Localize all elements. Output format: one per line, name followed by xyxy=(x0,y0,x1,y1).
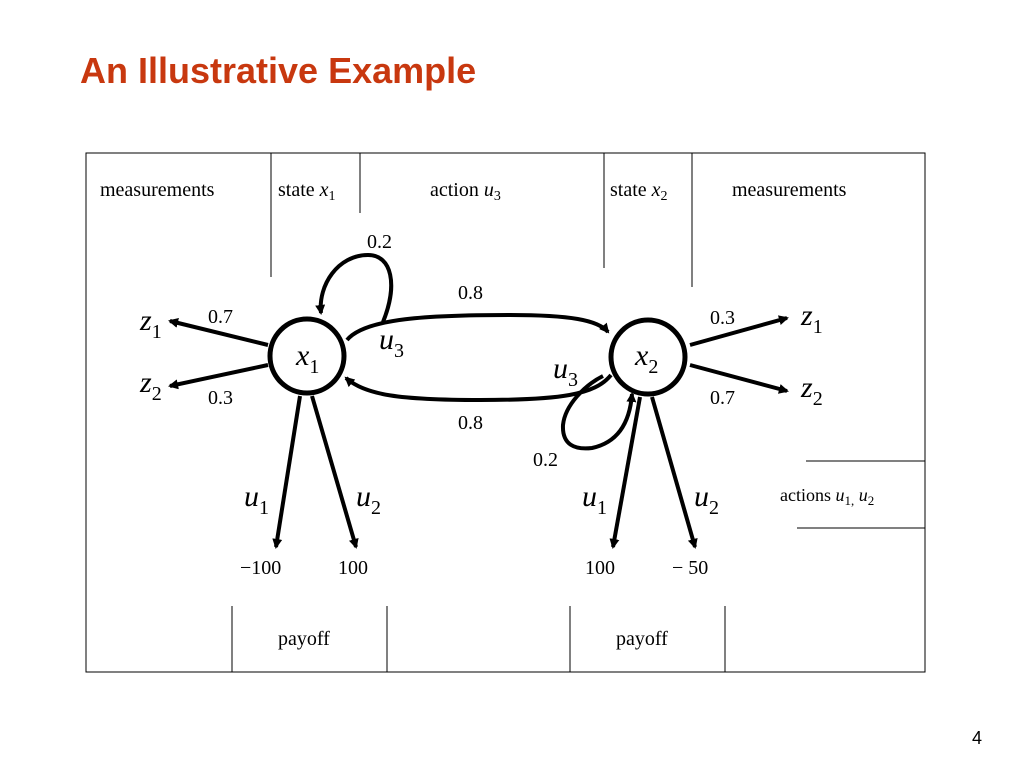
actions-u1-u2-label: actions u1, u2 xyxy=(780,485,874,508)
self-loop-x2-edge xyxy=(560,374,637,451)
edge-x2-to-z2 xyxy=(689,363,789,394)
edge-x2-to-x1 xyxy=(344,373,613,403)
edge-x1-to-z2 xyxy=(168,363,269,390)
diagram-frame xyxy=(85,152,926,673)
edge-x2-u2 xyxy=(650,396,698,549)
edge-x1-u2 xyxy=(310,395,359,549)
edge-x2-u1 xyxy=(609,396,642,549)
x1-z2-prob: 0.3 xyxy=(208,387,233,409)
header-state-x2: state x2 xyxy=(610,179,668,204)
header-action-u3: action u3 xyxy=(430,179,501,204)
header-measurements-left: measurements xyxy=(100,179,215,201)
z1-label-left: z1 xyxy=(139,304,162,343)
x1-to-x2-prob: 0.8 xyxy=(458,282,483,304)
payoff-x1-u2: 100 xyxy=(338,557,368,579)
z2-label-left: z2 xyxy=(139,366,162,405)
state-node-x1 xyxy=(267,316,347,396)
payoff-x2-u2: − 50 xyxy=(672,557,708,579)
payoff-label-left: payoff xyxy=(278,628,330,650)
u2-label-x2: u2 xyxy=(694,480,719,519)
payoff-x1-u1: −100 xyxy=(240,557,281,579)
self-loop-x2-prob: 0.2 xyxy=(533,449,558,471)
payoff-label-right: payoff xyxy=(616,628,668,650)
state-node-x1-label: x1 xyxy=(295,339,319,378)
page-number: 4 xyxy=(972,728,983,748)
header-state-x1: state x1 xyxy=(278,179,336,204)
x2-z1-prob: 0.3 xyxy=(710,307,735,329)
header-measurements-right: measurements xyxy=(732,179,847,201)
x2-to-x1-prob: 0.8 xyxy=(458,412,483,434)
state-node-x2 xyxy=(608,317,688,397)
self-loop-x1-prob: 0.2 xyxy=(367,231,392,253)
x1-z1-prob: 0.7 xyxy=(208,306,233,328)
edge-x1-u1 xyxy=(272,395,302,549)
edge-x1-to-x2 xyxy=(345,312,610,342)
z1-label-right: z1 xyxy=(800,299,823,338)
u3-label-x2: u3 xyxy=(553,352,578,391)
edge-x1-to-z1 xyxy=(168,318,269,347)
x2-z2-prob: 0.7 xyxy=(710,387,735,409)
slide-title: An Illustrative Example xyxy=(80,50,477,91)
u1-label-x1: u1 xyxy=(244,480,269,519)
z2-label-right: z2 xyxy=(800,371,823,410)
u3-label-x1: u3 xyxy=(379,323,404,362)
edge-x2-to-z1 xyxy=(689,315,789,347)
u2-label-x1: u2 xyxy=(356,480,381,519)
u1-label-x2: u1 xyxy=(582,480,607,519)
self-loop-x1-edge xyxy=(315,252,394,323)
state-node-x2-label: x2 xyxy=(634,339,658,378)
payoff-x2-u1: 100 xyxy=(585,557,615,579)
frame-border xyxy=(85,152,926,673)
